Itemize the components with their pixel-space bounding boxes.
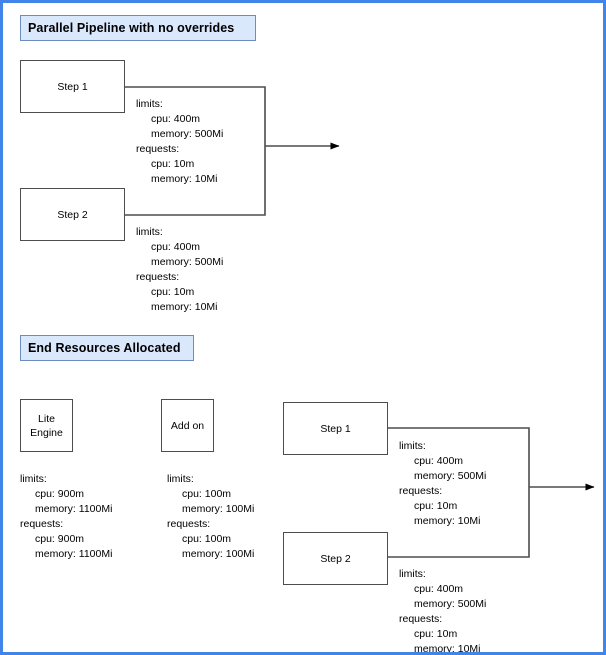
resources-top-step-2: limits: cpu: 400m memory: 500Mi requests… — [136, 225, 223, 315]
requests-cpu: cpu: 10m — [414, 628, 458, 640]
node-top-step-2[interactable]: Step 2 — [20, 188, 125, 241]
node-label-line-2: Engine — [30, 426, 63, 439]
limits-memory: memory: 100Mi — [182, 503, 255, 515]
limits-label: limits: — [399, 568, 426, 580]
requests-label: requests: — [399, 485, 443, 497]
limits-cpu: cpu: 100m — [182, 488, 232, 500]
requests-label: requests: — [20, 518, 64, 530]
limits-memory: memory: 1100Mi — [35, 503, 113, 515]
limits-cpu: cpu: 400m — [414, 583, 464, 595]
section-title-parallel-pipeline: Parallel Pipeline with no overrides — [20, 15, 256, 41]
limits-label: limits: — [136, 226, 163, 238]
requests-memory: memory: 100Mi — [182, 548, 255, 560]
requests-cpu: cpu: 900m — [35, 533, 85, 545]
limits-label: limits: — [167, 473, 194, 485]
requests-memory: memory: 1100Mi — [35, 548, 113, 560]
node-add-on[interactable]: Add on — [161, 399, 214, 452]
resources-bottom-step-1: limits: cpu: 400m memory: 500Mi requests… — [399, 439, 486, 529]
requests-memory: memory: 10Mi — [414, 643, 481, 655]
limits-memory: memory: 500Mi — [414, 598, 487, 610]
limits-label: limits: — [136, 98, 163, 110]
requests-memory: memory: 10Mi — [414, 515, 481, 527]
section-title-end-resources: End Resources Allocated — [20, 335, 194, 361]
requests-memory: memory: 10Mi — [151, 173, 218, 185]
limits-cpu: cpu: 900m — [35, 488, 85, 500]
resources-bottom-step-2: limits: cpu: 400m memory: 500Mi requests… — [399, 567, 487, 655]
node-label: Step 2 — [57, 208, 88, 221]
requests-cpu: cpu: 100m — [182, 533, 232, 545]
node-lite-engine[interactable]: Lite Engine — [20, 399, 73, 452]
limits-label: limits: — [399, 440, 426, 452]
resources-lite-engine: limits: cpu: 900m memory: 1100Mi request… — [20, 472, 112, 562]
requests-memory: memory: 10Mi — [151, 301, 218, 313]
requests-cpu: cpu: 10m — [151, 286, 195, 298]
requests-label: requests: — [167, 518, 211, 530]
requests-label: requests: — [136, 143, 180, 155]
limits-memory: memory: 500Mi — [151, 128, 224, 140]
node-label: Add on — [170, 419, 205, 432]
requests-cpu: cpu: 10m — [414, 500, 458, 512]
node-bottom-step-1[interactable]: Step 1 — [283, 402, 388, 455]
node-top-step-1[interactable]: Step 1 — [20, 60, 125, 113]
node-label-line-1: Lite — [38, 412, 55, 425]
limits-cpu: cpu: 400m — [151, 241, 201, 253]
limits-memory: memory: 500Mi — [414, 470, 487, 482]
node-label: Step 1 — [57, 80, 88, 93]
node-label: Step 1 — [320, 422, 351, 435]
resources-top-step-1: limits: cpu: 400m memory: 500Mi requests… — [136, 97, 223, 187]
node-bottom-step-2[interactable]: Step 2 — [283, 532, 388, 585]
requests-label: requests: — [136, 271, 180, 283]
requests-cpu: cpu: 10m — [151, 158, 195, 170]
node-label: Step 2 — [320, 552, 351, 565]
resources-add-on: limits: cpu: 100m memory: 100Mi requests… — [167, 472, 254, 562]
limits-label: limits: — [20, 473, 47, 485]
limits-cpu: cpu: 400m — [414, 455, 464, 467]
limits-memory: memory: 500Mi — [151, 256, 224, 268]
requests-label: requests: — [399, 613, 443, 625]
limits-cpu: cpu: 400m — [151, 113, 201, 125]
